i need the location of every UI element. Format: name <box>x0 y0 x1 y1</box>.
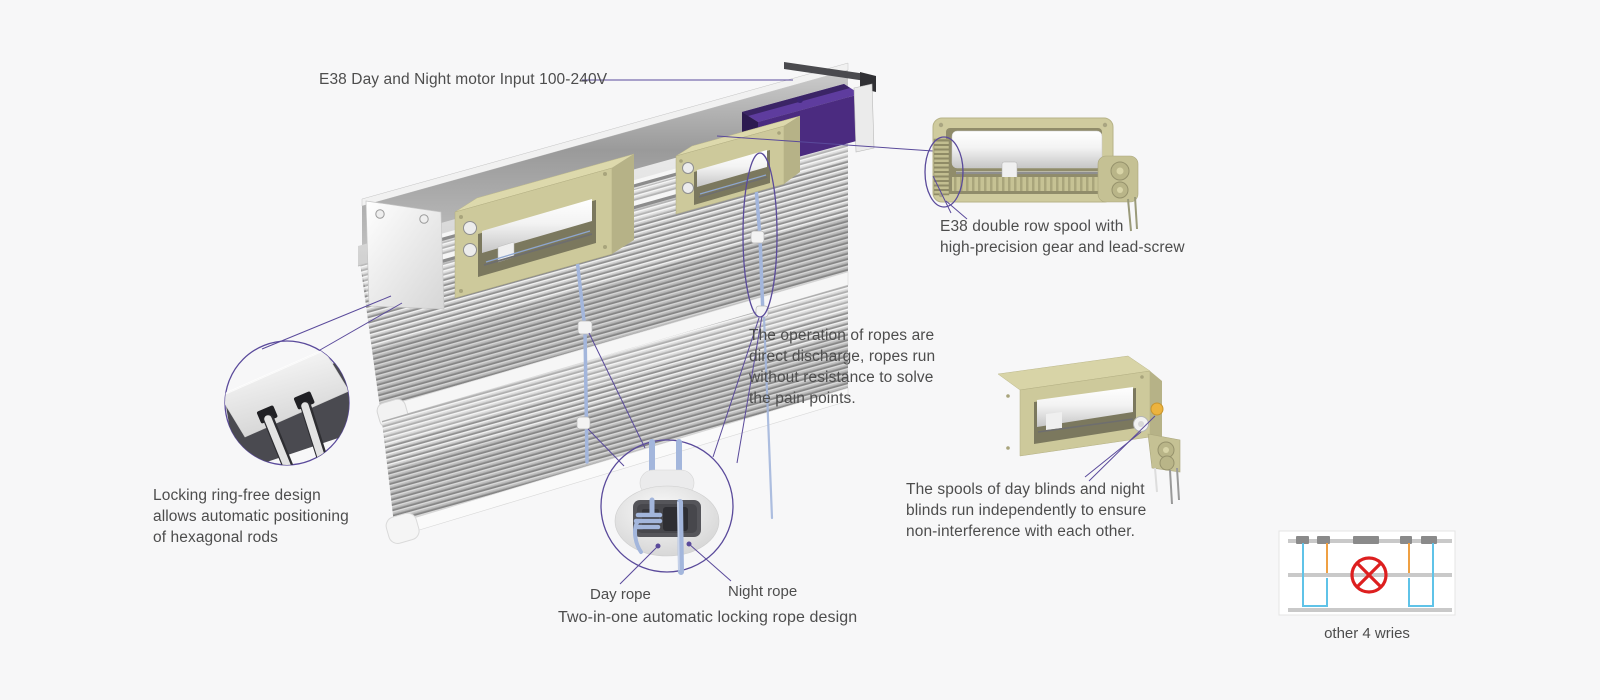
callouts <box>261 79 934 467</box>
callout-line-double-row <box>716 135 934 152</box>
rope-lock-piece <box>576 416 591 430</box>
detail-double-row-spool <box>924 117 1139 232</box>
spool-unit-b <box>675 115 801 215</box>
callout-line-ropelock <box>712 317 760 458</box>
callout-line-endcap <box>319 302 403 351</box>
detail-circle-rope-lock <box>600 439 734 585</box>
locking-note: Locking ring-free design allows automati… <box>153 485 349 548</box>
detail-circle-locking <box>224 340 350 466</box>
callout-line-ropelock <box>587 428 625 467</box>
text-line: without resistance to solve <box>749 369 934 386</box>
motor-label: E38 Day and Night motor Input 100-240V <box>319 71 608 88</box>
prohibition-icon <box>1350 556 1388 594</box>
night-rope-pointer-line <box>688 543 732 582</box>
double-row-note: E38 double row spool with high-precision… <box>940 216 1185 258</box>
text-line: high-precision gear and lead-screw <box>940 239 1185 256</box>
independent-note: The spools of day blinds and night blind… <box>906 479 1146 542</box>
gear-icon <box>933 138 950 196</box>
night-blind-pleats <box>382 285 848 524</box>
text-line: E38 double row spool with <box>940 218 1124 235</box>
text-line: allows automatic positioning <box>153 508 349 525</box>
text-line: The operation of ropes are <box>749 327 935 344</box>
spool-unit-a <box>454 153 635 299</box>
night-rope-label: Night rope <box>728 583 798 600</box>
rail-end-cap <box>365 200 445 310</box>
text-line: the pain points. <box>749 390 856 407</box>
day-rope-pointer-line <box>619 545 659 585</box>
day-rope-label: Day rope <box>590 586 651 603</box>
callout-line-endcap <box>261 295 392 350</box>
ropes-note: The operation of ropes are direct discha… <box>749 325 935 409</box>
text-line: Locking ring-free design <box>153 487 321 504</box>
screw-icon <box>375 209 385 219</box>
text-line: of hexagonal rods <box>153 529 278 546</box>
rope-highlight-ellipse <box>742 152 778 318</box>
text-line: blinds run independently to ensure <box>906 502 1147 519</box>
text-line: non-interference with each other. <box>906 523 1136 540</box>
callout-line-ropelock <box>588 332 646 449</box>
detail-independent-spool <box>997 355 1181 505</box>
callout-line-ropelock <box>736 315 763 464</box>
blue-wire <box>1408 543 1434 607</box>
two-in-one-caption: Two-in-one automatic locking rope design <box>558 609 858 626</box>
wiring-diagram <box>1278 530 1456 616</box>
night-rope-detail <box>677 499 684 575</box>
rope-lock-piece <box>750 230 765 244</box>
rope-exit-yellow <box>1150 402 1164 416</box>
other-wires-caption: other 4 wries <box>1324 625 1410 642</box>
rope-left <box>574 248 593 464</box>
text-line: The spools of day blinds and night <box>906 481 1145 498</box>
rope-lock-piece <box>577 320 593 335</box>
blue-wire <box>1302 543 1328 607</box>
gear-highlight-ellipse <box>924 136 964 208</box>
blind-assembly <box>357 62 876 544</box>
text-line: direct discharge, ropes run <box>749 348 936 365</box>
screw-icon <box>419 214 429 224</box>
